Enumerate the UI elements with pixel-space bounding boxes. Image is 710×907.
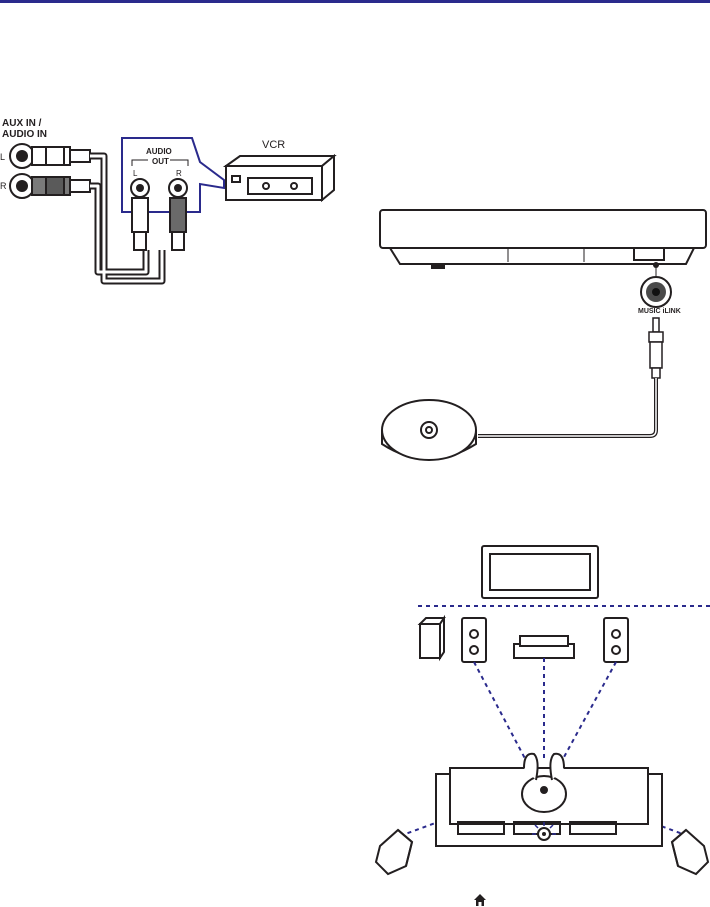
aux-right-plug-icon bbox=[32, 177, 90, 195]
audio-out-right-label: R bbox=[176, 169, 182, 178]
home-theater-unit-icon bbox=[380, 210, 706, 268]
vcr-label: VCR bbox=[262, 139, 285, 151]
vcr-icon bbox=[226, 156, 334, 200]
aux-in-title-line1: AUX IN / bbox=[2, 118, 42, 129]
tv-screen-icon bbox=[482, 546, 598, 598]
vcr-right-plug-icon bbox=[170, 198, 186, 250]
aux-in-title-line2: AUDIO IN bbox=[2, 129, 47, 140]
portable-media-player-icon bbox=[382, 400, 476, 460]
audio-out-title: AUDIO bbox=[146, 147, 172, 156]
rear-right-speaker-icon bbox=[672, 830, 708, 874]
front-right-speaker-icon bbox=[604, 618, 628, 662]
audio-out-sub: OUT bbox=[152, 157, 169, 166]
listener-icon bbox=[522, 754, 566, 812]
rear-left-speaker-icon bbox=[376, 830, 412, 874]
audio-out-left-label: L bbox=[133, 169, 138, 178]
vcr-left-plug-icon bbox=[132, 198, 148, 250]
subwoofer-icon bbox=[420, 618, 444, 658]
center-speaker-icon bbox=[514, 636, 574, 658]
music-ilink-port-icon bbox=[641, 277, 671, 307]
header-rule bbox=[0, 0, 710, 3]
aux-left-label: L bbox=[0, 152, 5, 162]
aux-right-label: R bbox=[0, 181, 7, 191]
aux-left-jack-icon bbox=[10, 144, 34, 168]
front-left-speaker-icon bbox=[462, 618, 486, 662]
aux-right-jack-icon bbox=[10, 174, 34, 198]
aux-left-plug-icon bbox=[32, 147, 90, 165]
vcr-connection-diagram: AUX IN / AUDIO IN L R AUDIO OUT L R bbox=[0, 100, 345, 300]
home-icon bbox=[473, 893, 487, 907]
audio-out-right-jack-icon bbox=[169, 179, 187, 197]
audio-jack-plug-icon bbox=[649, 318, 663, 378]
audio-out-left-jack-icon bbox=[131, 179, 149, 197]
music-ilink-diagram: MUSIC iLINK bbox=[368, 200, 710, 490]
speaker-placement-diagram bbox=[374, 540, 710, 890]
music-ilink-label: MUSIC iLINK bbox=[638, 308, 681, 315]
